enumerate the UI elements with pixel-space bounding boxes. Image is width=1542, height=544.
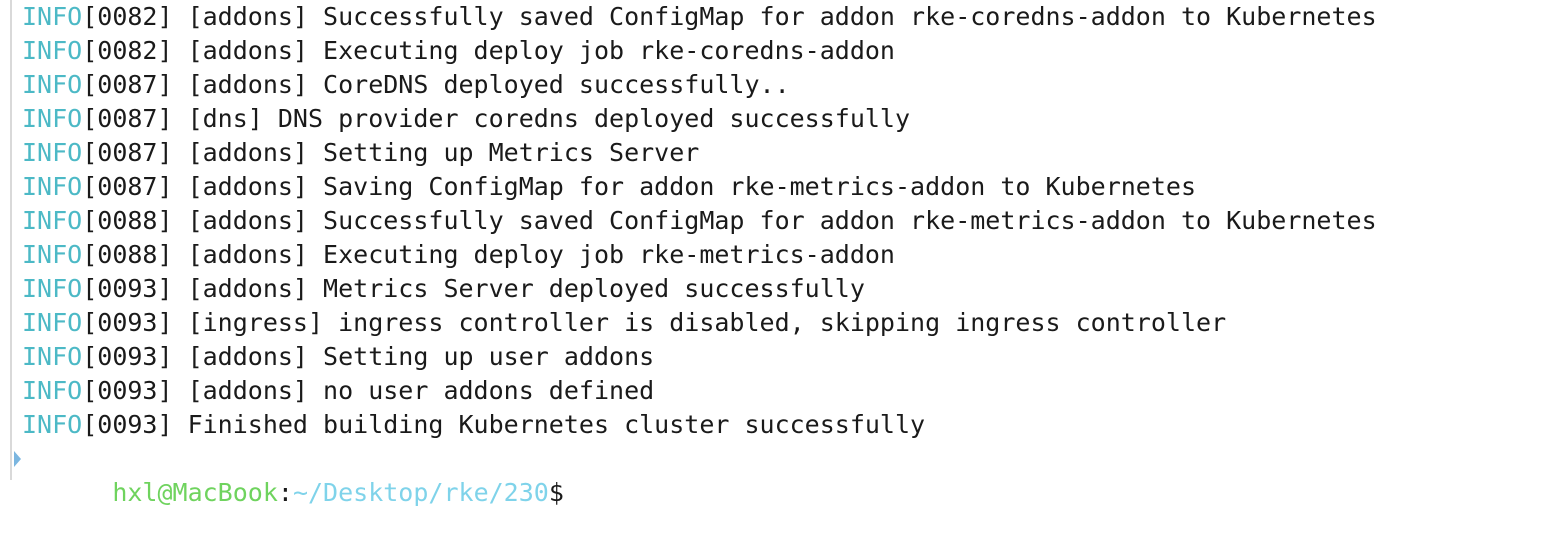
log-line: INFO[0093] [addons] Metrics Server deplo… [22,272,1542,306]
log-level: INFO [22,70,83,99]
log-message: [0082] [addons] Executing deploy job rke… [82,36,895,65]
prompt-user-host: hxl@MacBook [112,478,278,507]
log-message: [0093] [addons] Metrics Server deployed … [82,274,865,303]
log-line: INFO[0087] [addons] Saving ConfigMap for… [22,170,1542,204]
prompt-path: ~/Desktop/rke/230 [292,478,549,507]
log-line: INFO[0087] [addons] Setting up Metrics S… [22,136,1542,170]
log-message: [0088] [addons] Successfully saved Confi… [82,206,1377,235]
log-level: INFO [22,376,83,405]
log-message: [0087] [addons] Setting up Metrics Serve… [82,138,700,167]
terminal-left-rule [10,0,12,480]
log-line: INFO[0093] [addons] Setting up user addo… [22,340,1542,374]
terminal-window[interactable]: INFO[0082] [addons] Successfully saved C… [0,0,1542,507]
log-level: INFO [22,274,83,303]
log-level: INFO [22,410,83,439]
log-line: INFO[0088] [addons] Successfully saved C… [22,204,1542,238]
log-line: INFO[0093] Finished building Kubernetes … [22,408,1542,442]
log-level: INFO [22,104,83,133]
prompt-symbol: $ [548,478,564,507]
log-line: INFO[0088] [addons] Executing deploy job… [22,238,1542,272]
log-line: INFO[0093] [ingress] ingress controller … [22,306,1542,340]
log-message: [0088] [addons] Executing deploy job rke… [82,240,895,269]
log-line: INFO[0087] [dns] DNS provider coredns de… [22,102,1542,136]
log-message: [0087] [dns] DNS provider coredns deploy… [82,104,911,133]
log-level: INFO [22,342,83,371]
log-level: INFO [22,36,83,65]
log-message: [0087] [addons] Saving ConfigMap for add… [82,172,1197,201]
log-level: INFO [22,240,83,269]
log-line: INFO[0082] [addons] Executing deploy job… [22,34,1542,68]
log-message: [0093] [addons] Setting up user addons [82,342,655,371]
log-message: [0093] [ingress] ingress controller is d… [82,308,1227,337]
log-level: INFO [22,138,83,167]
log-message: [0087] [addons] CoreDNS deployed success… [82,70,790,99]
log-line: INFO[0087] [addons] CoreDNS deployed suc… [22,68,1542,102]
log-level: INFO [22,308,83,337]
log-line: INFO[0082] [addons] Successfully saved C… [22,0,1542,34]
shell-prompt[interactable]: hxl@MacBook:~/Desktop/rke/230$ [14,442,1542,507]
log-level: INFO [22,172,83,201]
log-message: [0093] [addons] no user addons defined [82,376,655,405]
log-message: [0093] Finished building Kubernetes clus… [82,410,926,439]
log-message: [0082] [addons] Successfully saved Confi… [82,2,1377,31]
prompt-separator: : [277,478,293,507]
log-level: INFO [22,2,83,31]
prompt-marker-icon [14,451,21,467]
log-level: INFO [22,206,83,235]
terminal-output: INFO[0082] [addons] Successfully saved C… [14,0,1542,507]
log-line: INFO[0093] [addons] no user addons defin… [22,374,1542,408]
